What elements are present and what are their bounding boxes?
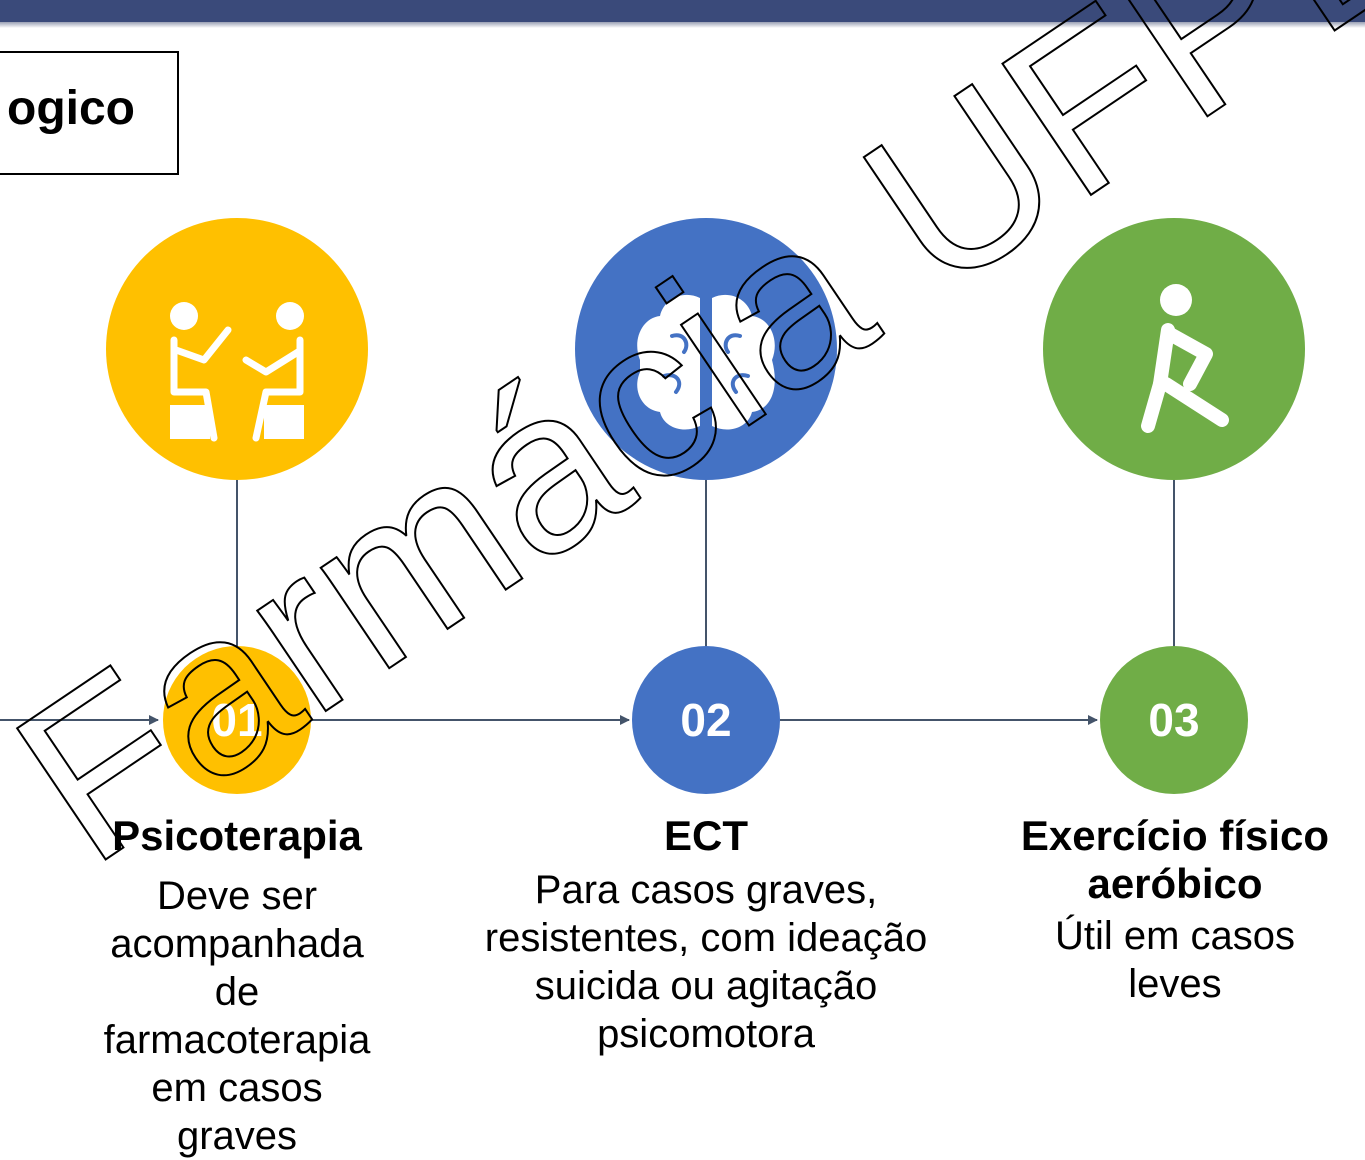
step-01-number-circle (163, 646, 311, 794)
step-03-number-circle (1100, 646, 1248, 794)
step-02-number: 02 (680, 694, 731, 746)
top-bar (0, 0, 1365, 22)
step-03-label: Exercício físico aeróbico Útil em casos … (995, 812, 1355, 1008)
title-box: ogico (0, 51, 179, 175)
step-02-heading: ECT (664, 812, 748, 859)
therapy-session-icon (170, 302, 304, 442)
step-02-description: Para casos graves, resistentes, com idea… (484, 868, 928, 1056)
step-03-icon-circle (1043, 218, 1305, 480)
step-03-description: Útil em casos leves (1054, 914, 1296, 1006)
stretching-person-icon (1141, 284, 1229, 433)
slide-title: ogico (7, 82, 135, 135)
timeline-diagram: 01 02 03 (0, 218, 1305, 794)
step-03-heading: Exercício físico aeróbico (1020, 812, 1330, 907)
step-02-label: ECT Para casos graves, resistentes, com … (456, 812, 956, 1058)
step-01-label: Psicoterapia Deve ser acompanhada de far… (57, 812, 417, 1160)
step-02-icon-circle (575, 218, 837, 480)
step-02-number-circle (632, 646, 780, 794)
step-01-description: Deve ser acompanhada de farmacoterapia e… (103, 874, 371, 1158)
step-03-number: 03 (1148, 694, 1199, 746)
step-01-number: 01 (211, 694, 262, 746)
step-01-icon-circle (106, 218, 368, 480)
step-01-heading: Psicoterapia (112, 812, 362, 859)
top-bar-shadow (0, 22, 1365, 28)
brain-icon (637, 294, 775, 430)
